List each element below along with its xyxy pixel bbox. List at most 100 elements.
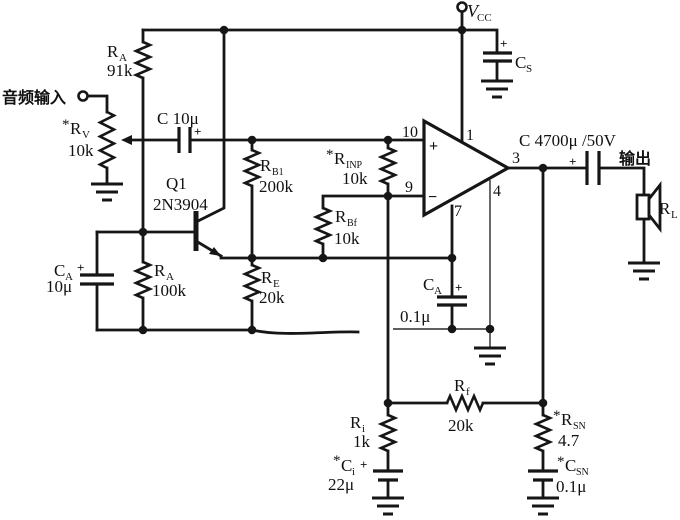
junction-dot	[538, 398, 548, 408]
resistor-re	[241, 263, 263, 303]
output-label: 输出	[619, 149, 651, 168]
opamp-pin10: 10	[402, 124, 418, 141]
cin-label: C 10μ	[157, 109, 199, 128]
ground-icon	[527, 496, 559, 516]
csn-label: C	[565, 456, 576, 475]
rl-label-sub: L	[671, 209, 678, 221]
junction-dot	[247, 253, 257, 263]
rinp-value: 10k	[342, 169, 368, 188]
audio-input-label: 音频输入	[2, 88, 66, 107]
collector-wire	[194, 28, 226, 224]
ri-label-sub: i	[362, 423, 365, 435]
resistor-rbf	[312, 206, 334, 246]
ra1-value: 91k	[107, 61, 133, 80]
speaker-cone-icon	[647, 180, 662, 234]
rv-value: 10k	[68, 141, 94, 160]
speaker-icon	[635, 193, 651, 221]
vcc-label-sub: CC	[477, 12, 492, 24]
ci-star: *	[333, 453, 341, 469]
ra2-label-sub: A	[166, 271, 174, 283]
junction-dot	[247, 325, 257, 335]
ground-icon	[91, 182, 123, 202]
rb1-label-sub: B1	[272, 167, 284, 178]
ca2-value: 0.1μ	[400, 307, 430, 326]
junction-dot	[383, 135, 393, 145]
ca1-label-sub: A	[65, 271, 73, 283]
junction-dot	[457, 25, 467, 35]
ground-icon	[628, 261, 660, 281]
bottom-left-wire	[95, 328, 360, 335]
capacitors	[80, 51, 601, 482]
ci-value: 22μ	[328, 475, 354, 494]
ra2-value: 100k	[152, 281, 187, 300]
opamp-pin3: 3	[512, 150, 520, 167]
ground-icon	[372, 496, 404, 516]
cin-plus: +	[194, 124, 201, 139]
opamp-pin7: 7	[454, 203, 462, 220]
junction-dot	[383, 191, 393, 201]
opamp-pin4: 4	[493, 183, 501, 200]
junction-dots	[138, 25, 548, 408]
rv-star: *	[62, 117, 70, 133]
junction-dot	[383, 398, 393, 408]
csn-label-sub: SN	[576, 467, 589, 478]
rf-label-sub: f	[466, 386, 470, 398]
opamp	[422, 118, 512, 218]
re-value: 20k	[259, 288, 285, 307]
ra1-label: R	[107, 42, 119, 61]
q1-part: 2N3904	[153, 195, 208, 214]
transistor-q1	[193, 211, 221, 256]
ca2-label-sub: A	[434, 285, 442, 297]
ra2-label: R	[154, 261, 166, 280]
junction-dot	[447, 253, 457, 263]
capacitor-cin	[177, 127, 192, 153]
rv-label-sub: V	[82, 129, 90, 141]
ground-symbols	[91, 79, 660, 516]
cs-branch-wire	[460, 28, 499, 83]
rsn-label-sub: SN	[573, 421, 586, 432]
opamp-pin9: 9	[405, 179, 413, 196]
ca2-plus: +	[455, 280, 462, 295]
resistor-rf	[445, 392, 485, 414]
ri-value: 1k	[353, 432, 371, 451]
ca2-label: C	[423, 275, 434, 294]
junction-dot	[247, 135, 257, 145]
cs-label: C	[515, 53, 526, 72]
vcc-terminal	[456, 1, 468, 13]
rv-label: R	[70, 119, 82, 138]
re-label-sub: E	[273, 278, 280, 290]
capacitor-ca1	[80, 273, 114, 286]
junction-dot	[538, 163, 548, 173]
resistor-rsn	[532, 413, 554, 453]
resistor-ra2	[132, 260, 154, 300]
rbf-value: 10k	[334, 229, 360, 248]
ci-label: C	[341, 456, 352, 475]
rinp-label: R	[334, 149, 346, 168]
resistor-ra1	[132, 40, 154, 80]
capacitor-cs	[483, 51, 512, 63]
ci-plus: +	[360, 457, 367, 472]
resistor-ri	[377, 413, 399, 453]
opamp-plus-icon: +	[429, 138, 438, 155]
ci-label-sub: i	[352, 466, 355, 478]
rsn-label: R	[561, 410, 573, 429]
ri-label: R	[350, 413, 362, 432]
rsn-star: *	[553, 408, 561, 424]
rinp-label-sub: INP	[346, 160, 363, 171]
ca1-plus: +	[77, 260, 84, 275]
cs-label-sub: S	[526, 63, 532, 75]
rb1-label: R	[260, 156, 272, 175]
junction-dot	[485, 324, 495, 334]
ground-icon	[481, 79, 513, 99]
rbf-label: R	[335, 207, 347, 226]
capacitor-ci	[373, 469, 403, 482]
vcc-label: V	[467, 1, 480, 21]
csn-value: 0.1μ	[556, 477, 586, 496]
rf-label: R	[454, 376, 466, 395]
potentiometer-rv	[97, 110, 117, 170]
q1-label: Q1	[166, 174, 187, 193]
audio-input-terminal	[77, 90, 89, 102]
capacitor-ca2	[437, 295, 467, 307]
rf-value: 20k	[448, 416, 474, 435]
